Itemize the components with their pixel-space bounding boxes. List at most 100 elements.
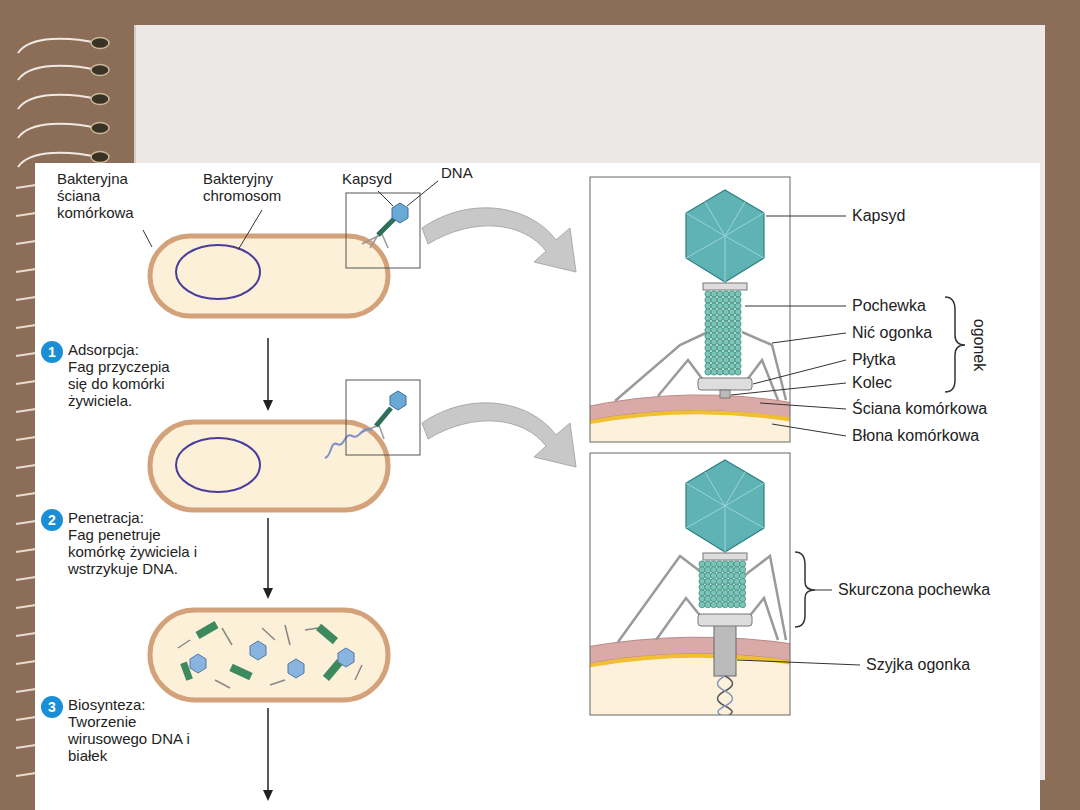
tail-sheath [711, 590, 717, 596]
tail-sheath [740, 584, 746, 590]
spiral-binding [16, 577, 36, 580]
tail-sheath [705, 345, 711, 351]
tail-sheath [716, 578, 722, 584]
part-label: Bakteryjna ściana komórkowa [57, 170, 145, 221]
zoom-arrow [422, 403, 576, 467]
tail-sheath [734, 578, 740, 584]
tail-sheath [711, 297, 717, 303]
spiral-binding [16, 465, 36, 468]
tail-sheath [734, 584, 740, 590]
spiral-binding [16, 185, 36, 188]
tail-sheath [722, 567, 728, 573]
phage-detail [686, 460, 764, 560]
tail-sheath [728, 573, 734, 579]
tail-sheath [717, 315, 723, 321]
spiral-binding [16, 437, 36, 440]
tail-sheath [717, 339, 723, 345]
leader-line [760, 403, 846, 409]
tail-sheath [699, 561, 746, 608]
phage-detail [714, 624, 736, 676]
phage-detail [686, 202, 764, 282]
tail-sheath [734, 567, 740, 573]
phage-parts [190, 654, 206, 673]
leader-line [731, 383, 846, 395]
phage-detail [698, 614, 752, 626]
image-ground [35, 163, 1040, 810]
tail-sheath [735, 291, 741, 297]
phage-detail [686, 190, 764, 282]
tail-sheath [734, 602, 740, 608]
tail-sheath [705, 369, 711, 375]
step-heading: Adsorpcja: [68, 341, 139, 358]
step-arrow [267, 708, 269, 792]
tail-sheath [705, 321, 711, 327]
tail-sheath [740, 567, 746, 573]
tail-sheath [735, 303, 741, 309]
tail-sheath [729, 291, 735, 297]
spiral-binding [18, 66, 98, 80]
tail-sheath [735, 315, 741, 321]
part-label: DNA [441, 164, 473, 181]
tail-sheath [723, 327, 729, 333]
tail-sheath [729, 315, 735, 321]
tail-sheath [735, 339, 741, 345]
tail-sheath [717, 297, 723, 303]
tail-sheath [735, 327, 741, 333]
leader-line [772, 333, 846, 343]
phage-small [378, 219, 394, 235]
tail-sheath [729, 369, 735, 375]
tail-sheath [705, 578, 711, 584]
tail-sheath [711, 303, 717, 309]
spiral-binding [91, 65, 109, 76]
tail-sheath [711, 327, 717, 333]
tail-sheath [716, 590, 722, 596]
tail-sheath [740, 573, 746, 579]
spiral-binding [16, 409, 36, 412]
tail-sheath [711, 333, 717, 339]
bacterium-cell [150, 422, 388, 510]
tail-sheath [740, 578, 746, 584]
tail-sheath [735, 363, 741, 369]
phage-parts [215, 680, 230, 688]
tail-sheath [711, 567, 717, 573]
tail-sheath [705, 596, 711, 602]
phage-small [325, 429, 372, 458]
step-arrow [267, 338, 269, 402]
tail-sheath [734, 561, 740, 567]
tail-sheath [705, 590, 711, 596]
spiral-binding [16, 241, 36, 244]
spiral-binding [16, 605, 36, 608]
bacterium-cell [150, 236, 388, 316]
phage-detail [703, 283, 747, 290]
phage-detail [698, 378, 752, 390]
tail-sheath [728, 561, 734, 567]
spiral-binding [16, 493, 36, 496]
part-label: Kapsyd [852, 207, 905, 225]
bacterium-cell [176, 438, 260, 492]
part-label: Skurczona pochewka [838, 581, 990, 599]
tail-sheath [729, 321, 735, 327]
spiral-binding [16, 689, 36, 692]
tail-sheath [711, 357, 717, 363]
tail-sheath [717, 303, 723, 309]
callout-number: 3 [48, 696, 56, 718]
tail-sheath [717, 291, 723, 297]
tail-sheath [705, 339, 711, 345]
tail-sheath [699, 596, 705, 602]
tail-sheath [717, 363, 723, 369]
phage-small [390, 391, 406, 410]
phage-detail [618, 556, 705, 642]
tail-sheath [717, 369, 723, 375]
tail-sheath [740, 561, 746, 567]
part-label: Pochewka [852, 297, 926, 315]
tail-sheath [723, 357, 729, 363]
spiral-binding [91, 123, 109, 134]
spiral-binding [16, 633, 36, 636]
tail-sheath [705, 363, 711, 369]
leader-line [745, 306, 846, 307]
phage-parts [316, 624, 338, 644]
phage-detail [615, 332, 708, 401]
